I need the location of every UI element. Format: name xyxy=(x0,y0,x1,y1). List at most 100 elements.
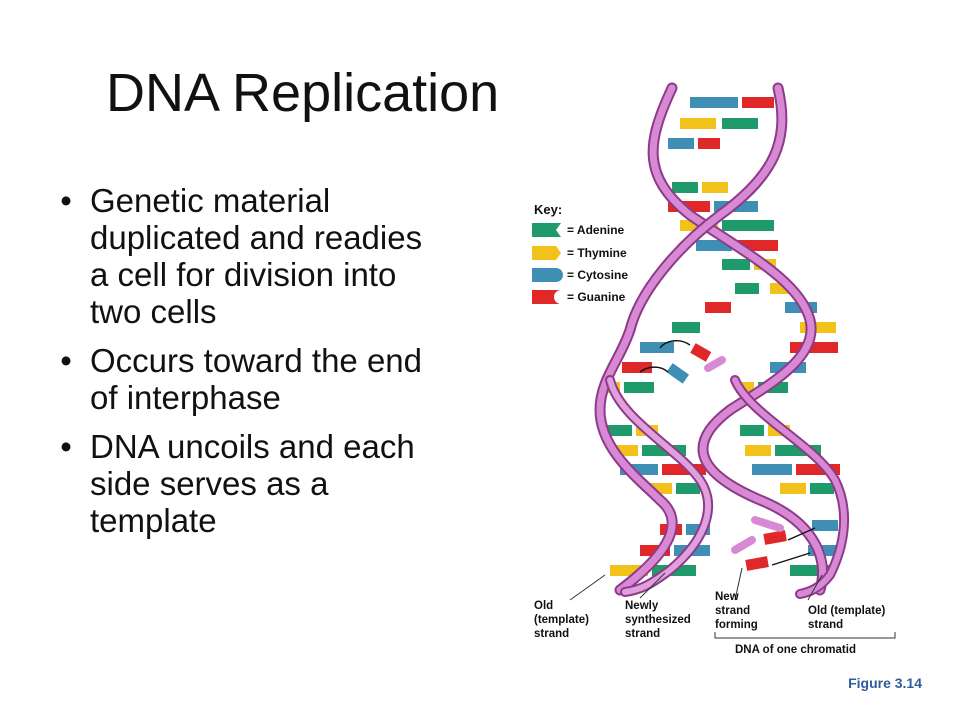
guanine-base-icon xyxy=(705,302,731,313)
thymine-base-icon xyxy=(745,445,771,456)
guanine-base-icon xyxy=(763,530,787,545)
guanine-base-icon xyxy=(745,556,769,571)
replication-arrows xyxy=(639,340,816,566)
label-old-template-line: strand xyxy=(534,628,569,640)
leader-line xyxy=(639,572,666,599)
adenine-base-icon xyxy=(672,322,700,333)
thymine-base-icon xyxy=(702,182,728,193)
cytosine-base-icon xyxy=(666,363,690,384)
slide-title: DNA Replication xyxy=(106,63,500,123)
thymine-base-icon xyxy=(800,322,836,333)
bullet-item: • Occurs toward the end of interphase xyxy=(56,342,446,416)
backbone-fragment xyxy=(704,356,726,372)
thymine-swatch-icon xyxy=(532,246,561,260)
adenine-base-icon xyxy=(740,425,764,436)
cytosine-swatch-icon xyxy=(532,268,563,282)
legend-label: = Cytosine xyxy=(567,268,628,282)
bullet-text: DNA uncoils and each side serves as a te… xyxy=(90,428,415,539)
legend-label: = Guanine xyxy=(567,290,626,304)
leader-line xyxy=(569,574,606,601)
cytosine-base-icon xyxy=(812,520,838,531)
guanine-base-icon xyxy=(622,362,652,373)
guanine-base-icon xyxy=(796,464,840,475)
label-newly-synthesized-line: strand xyxy=(625,628,660,640)
thymine-base-icon xyxy=(780,483,806,494)
arrow-icon xyxy=(771,552,811,566)
guanine-base-icon xyxy=(698,138,720,149)
cytosine-base-icon xyxy=(668,138,694,149)
label-newly-synthesized-line: Newly xyxy=(625,600,659,612)
legend-item-adenine: = Adenine xyxy=(532,223,625,237)
label-newly-synthesized-line: synthesized xyxy=(625,614,691,626)
guanine-base-icon xyxy=(668,201,710,212)
adenine-base-icon xyxy=(722,220,774,231)
guanine-base-icon xyxy=(742,97,774,108)
right-daughter-base-pairs xyxy=(736,382,840,576)
guanine-base-icon xyxy=(662,464,706,475)
legend-label: = Adenine xyxy=(567,223,625,237)
adenine-base-icon xyxy=(624,382,654,393)
cytosine-base-icon xyxy=(640,342,674,353)
sugar-phosphate-backbones xyxy=(594,82,849,599)
bullet-item: • Genetic material duplicated and readies… xyxy=(56,182,446,330)
guanine-swatch-icon xyxy=(532,290,561,304)
figure-labels: Old (template) strand Newly synthesized … xyxy=(534,591,885,656)
cytosine-base-icon xyxy=(620,464,658,475)
leader-line xyxy=(807,574,823,601)
thymine-base-icon xyxy=(648,483,672,494)
label-old-template-right-line: Old (template) xyxy=(808,605,885,617)
adenine-base-icon xyxy=(722,118,758,129)
adenine-base-icon xyxy=(722,259,750,270)
thymine-base-icon xyxy=(610,445,638,456)
bullet-list: • Genetic material duplicated and readies… xyxy=(56,182,446,551)
cytosine-base-icon xyxy=(690,97,738,108)
backbone-strand xyxy=(649,84,826,594)
chromatid-bracket xyxy=(714,632,896,639)
thymine-base-icon xyxy=(610,565,648,576)
bullet-dot-icon: • xyxy=(60,428,72,465)
guanine-base-icon xyxy=(736,240,778,251)
label-new-strand-line: New xyxy=(715,591,739,603)
label-dna-of-one-chromatid: DNA of one chromatid xyxy=(735,644,856,656)
legend-item-cytosine: = Cytosine xyxy=(532,268,628,282)
backbone-fragment xyxy=(751,516,784,532)
curved-arrow-icon xyxy=(659,340,691,349)
adenine-base-icon xyxy=(676,483,700,494)
adenine-base-icon xyxy=(606,425,632,436)
label-new-strand-line: forming xyxy=(715,619,758,631)
guanine-base-icon xyxy=(690,343,712,362)
legend-item-thymine: = Thymine xyxy=(532,246,627,260)
cytosine-base-icon xyxy=(752,464,792,475)
leader-line xyxy=(734,567,743,601)
label-new-strand-line: strand xyxy=(715,605,750,617)
guanine-base-icon xyxy=(790,342,838,353)
bullet-text: Genetic material duplicated and readies … xyxy=(90,182,423,330)
arrow-icon xyxy=(787,527,816,541)
key-heading: Key: xyxy=(534,202,562,217)
adenine-base-icon xyxy=(735,283,759,294)
bullet-dot-icon: • xyxy=(60,182,72,219)
legend-key: Key: = Adenine = Thymine = Cytosine = Gu… xyxy=(532,202,628,304)
label-leaders xyxy=(569,567,896,639)
label-old-template-right-line: strand xyxy=(808,619,843,631)
adenine-swatch-icon xyxy=(532,223,561,237)
adenine-base-icon xyxy=(790,565,830,576)
bullet-text: Occurs toward the end of interphase xyxy=(90,342,422,416)
new-backbone-strand xyxy=(607,377,712,595)
adenine-base-icon xyxy=(810,483,834,494)
figure-caption: Figure 3.14 xyxy=(848,675,922,691)
adenine-base-icon xyxy=(672,182,698,193)
label-old-template-line: Old xyxy=(534,600,553,612)
backbone-strand xyxy=(732,377,847,597)
backbone-strand-dark xyxy=(647,82,828,596)
cytosine-base-icon xyxy=(696,240,732,251)
bullet-dot-icon: • xyxy=(60,342,72,379)
dna-replication-figure: Key: = Adenine = Thymine = Cytosine = Gu… xyxy=(532,82,896,656)
backbone-strand xyxy=(596,84,786,594)
legend-item-guanine: = Guanine xyxy=(532,290,626,304)
curved-arrow-icon xyxy=(639,366,669,373)
label-old-template-line: (template) xyxy=(534,614,589,626)
backbone-fragment xyxy=(731,536,756,554)
legend-label: = Thymine xyxy=(567,246,627,260)
